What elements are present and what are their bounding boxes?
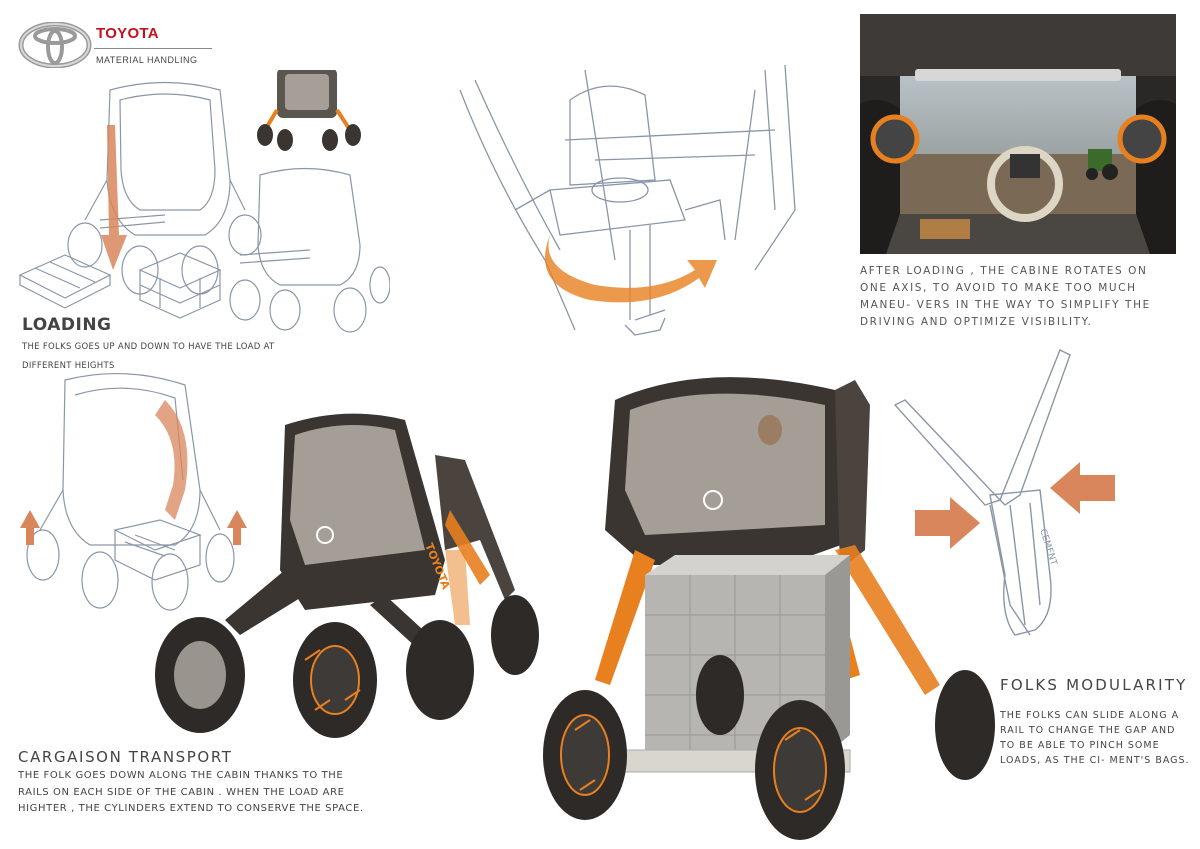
vehicle-render-center [543,377,995,840]
brand-name: TOYOTA [96,25,159,42]
vehicle-render-left: TOYOTA [155,413,539,738]
brand-subtitle: MATERIAL HANDLING [96,55,198,65]
folks-modularity-text: THE FOLKS CAN SLIDE ALONG A RAIL TO CHAN… [1000,710,1190,766]
cabin-rotation-sketch [459,64,796,336]
loading-title: LOADING [22,315,112,335]
cargaison-title: CARGAISON TRANSPORT [18,748,233,766]
cabin-interior-photo [860,14,1176,254]
folks-modularity-title: FOLKS MODULARITY [1000,676,1188,694]
brand-divider [94,48,212,49]
cargo-sketch [20,372,247,611]
toyota-logo-icon [18,22,92,68]
cargaison-text: THE FOLK GOES DOWN ALONG THE CABIN THANK… [18,770,364,814]
fork-modularity-sketch: CEMENT [893,349,1115,636]
fork-label: CEMENT [1037,528,1058,567]
loading-sketches [18,70,390,333]
after-loading-text: AFTER LOADING , THE CABINE ROTATES ON ON… [860,265,1151,328]
loading-text: THE FOLKS GOES UP AND DOWN TO HAVE THE L… [22,342,275,371]
